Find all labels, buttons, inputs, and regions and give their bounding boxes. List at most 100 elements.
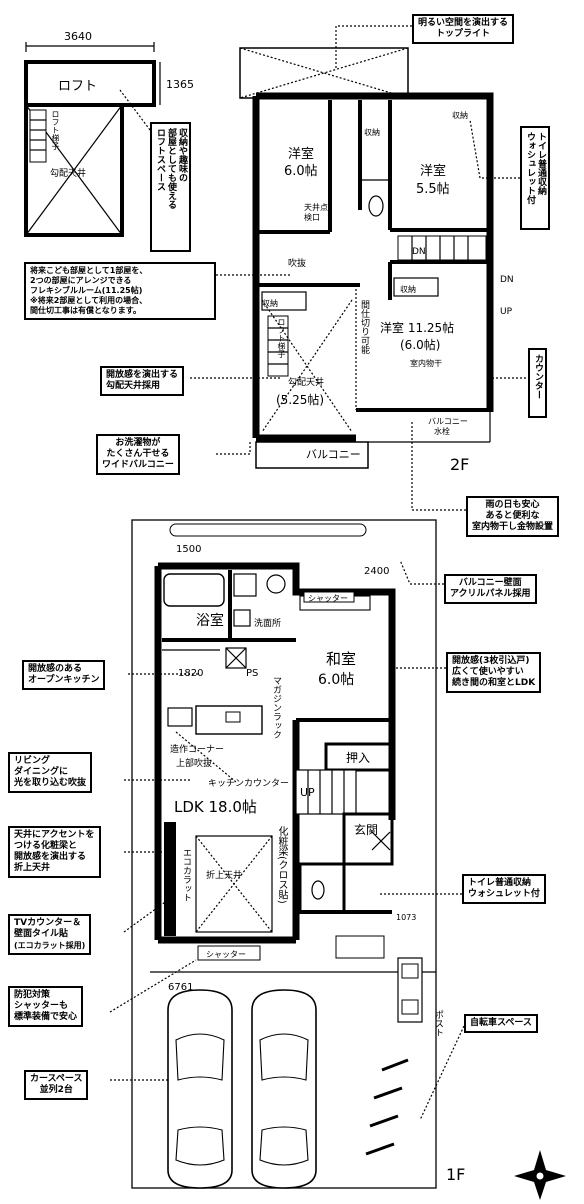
closet-2f: 収納 bbox=[452, 110, 468, 120]
callout-japanese-line1: 開放感(3枚引込戸) bbox=[452, 656, 530, 666]
callout-flexible-line5: 間仕切工事は有償となります。 bbox=[30, 306, 141, 315]
shutter-bottom-label: シャッター bbox=[206, 950, 246, 959]
callout-toilet1: トイレ普通収納 ウォシュレット付 bbox=[462, 874, 546, 904]
callout-security: 防犯対策 シャッターも 標準装備で安心 bbox=[8, 986, 84, 1027]
callout-accent-line4: 折上天井 bbox=[14, 863, 51, 873]
callout-security-line1: 防犯対策 bbox=[14, 990, 51, 1000]
callout-accent-ceiling: 天井にアクセントを つける化粧梁と 開放感を演出する 折上天井 bbox=[8, 826, 101, 878]
loft-ceiling-label: 勾配天井 bbox=[50, 167, 86, 179]
dim-1073: 1073 bbox=[396, 913, 416, 922]
callout-open-kitchen: 開放感のある オープンキッチン bbox=[22, 660, 106, 690]
callout-security-line2: シャッターも bbox=[14, 1001, 69, 1011]
callout-flexible-line3: フレキシブルルーム(11.25帖) bbox=[30, 286, 143, 295]
partition-label: 間仕切り可能 bbox=[359, 300, 369, 354]
callout-indoor-dry: 雨の日も安心 あると便利な 室内物干し金物設置 bbox=[466, 496, 560, 537]
callout-accent-line1: 天井にアクセントを bbox=[14, 830, 95, 840]
floor2-label: 2F bbox=[450, 455, 469, 474]
callout-kitchen-line1: 開放感のある bbox=[28, 664, 83, 674]
callout-tv-line1: TVカウンター＆ bbox=[14, 918, 82, 928]
storage-2f-a: 収納 bbox=[262, 298, 278, 308]
stairs-note-2: 上部吹抜 bbox=[176, 757, 212, 769]
callout-bicycle: 自転車スペース bbox=[464, 1014, 538, 1033]
callout-loft-line2: 部屋としても使える bbox=[166, 128, 176, 209]
loft-plan: 3640 1365 ロフト 勾配天井 bbox=[24, 30, 194, 237]
callout-counter: カウンター bbox=[528, 348, 547, 418]
callout-toplight-line2: トップライト bbox=[436, 29, 491, 39]
room-western1-size: 6.0帖 bbox=[284, 164, 318, 179]
callout-flexible-line4: ※将来2部屋として利用の場合、 bbox=[30, 296, 148, 305]
room-western3-name: 洋室 11.25帖 bbox=[380, 320, 454, 335]
ceiling-fold-label: 折上天井 bbox=[206, 869, 242, 881]
dim-6761: 6761 bbox=[168, 982, 193, 993]
post-label: ポスト bbox=[433, 1010, 443, 1037]
magazine-rack-label: マガジンラック bbox=[271, 676, 281, 739]
stairs-up2-label: UP bbox=[500, 307, 513, 317]
loft-ladder-label: ロフト梯子 bbox=[51, 110, 60, 150]
room-japanese-size: 6.0帖 bbox=[318, 672, 354, 688]
balcony-label: バルコニー bbox=[306, 448, 361, 461]
callout-fukinuke-line1: リビング bbox=[14, 756, 51, 766]
callout-flexible-line1: 将来こども部屋として1部屋を、 bbox=[30, 266, 148, 275]
callout-carport-line2: 並列2台 bbox=[39, 1085, 73, 1095]
callout-toilet1-line2: ウォシュレット付 bbox=[468, 889, 540, 899]
callout-toplight-line1: 明るい空間を演出する bbox=[418, 18, 509, 28]
room-japanese-name: 和室 bbox=[326, 650, 356, 668]
room-ldk: LDK 18.0帖 bbox=[174, 798, 257, 816]
ladder-2f-label: ロフト梯子 bbox=[277, 318, 286, 358]
callout-tv-line3: (エコカラット採用) bbox=[14, 941, 86, 950]
void-label: 勾配天井 bbox=[288, 376, 324, 388]
room-western2-size: 5.5帖 bbox=[416, 182, 450, 197]
room-western2-name: 洋室 bbox=[420, 163, 446, 179]
loft-label: ロフト bbox=[58, 79, 97, 94]
callout-acrylic-line2: アクリルパネル採用 bbox=[450, 589, 531, 599]
callout-balcony-line3: ワイドバルコニー bbox=[102, 460, 174, 470]
callout-security-line3: 標準装備で安心 bbox=[14, 1012, 78, 1022]
room-closet: 押入 bbox=[346, 751, 370, 765]
floor1-label: 1F bbox=[446, 1165, 465, 1184]
callout-dry-line3: 室内物干し金物設置 bbox=[472, 522, 554, 532]
callout-japanese-line3: 続き間の和室とLDK bbox=[452, 678, 536, 688]
balcony-water-label-2: 水栓 bbox=[434, 426, 450, 436]
indoor-dry-label: 室内物干 bbox=[410, 358, 442, 368]
callout-acrylic: バルコニー壁面 アクリルパネル採用 bbox=[444, 574, 537, 604]
callout-flexible-line2: 2つの部屋にアレンジできる bbox=[30, 276, 132, 285]
shutter-top-label: シャッター bbox=[308, 594, 348, 603]
callout-loft-space: 収納や趣味の 部屋としても使える ロフトスペース bbox=[150, 122, 191, 252]
balcony-water-label-1: バルコニー bbox=[428, 417, 468, 426]
callout-bicycle-text: 自転車スペース bbox=[470, 1018, 532, 1028]
void-size: (5.25帖) bbox=[276, 392, 324, 407]
stairs-dn-label: DN bbox=[412, 247, 426, 257]
dim-1500: 1500 bbox=[176, 544, 201, 555]
callout-japanese-room: 開放感(3枚引込戸) 広くて使いやすい 続き間の和室とLDK bbox=[446, 652, 542, 693]
hatch-label-2: 検口 bbox=[304, 212, 320, 222]
callout-toilet2-line1: トイレ普通収納 bbox=[536, 132, 546, 195]
storage-2f-b: 収納 bbox=[400, 284, 416, 294]
floor2-plan: 洋室 6.0帖 洋室 5.5帖 洋室 11.25帖 (6.0帖) 勾配天井 (5… bbox=[239, 47, 514, 474]
storage-2f-c: 収納 bbox=[364, 127, 380, 137]
callout-kitchen-line2: オープンキッチン bbox=[28, 675, 100, 685]
callout-leaders bbox=[109, 25, 530, 1121]
callout-toilet2: トイレ普通収納 ウォシュレット付 bbox=[520, 126, 550, 230]
kitchen-counter-label: キッチンカウンター bbox=[208, 778, 289, 789]
callout-carport-line1: カースペース bbox=[30, 1074, 83, 1084]
callout-balcony-line1: お洗濯物が bbox=[115, 438, 161, 448]
room-western1-name: 洋室 bbox=[288, 146, 314, 162]
room-washroom: 洗面所 bbox=[254, 617, 281, 629]
callout-slope-line1: 開放感を演出する bbox=[106, 370, 179, 380]
room-bath: 浴室 bbox=[196, 612, 224, 629]
hatch-label-1: 天井点 bbox=[304, 202, 328, 212]
callout-loft-line3: ロフトスペース bbox=[155, 128, 165, 191]
callout-balcony-line2: たくさん干せる bbox=[106, 449, 170, 459]
callout-flexible-room: 将来こども部屋として1部屋を、 2つの部屋にアレンジできる フレキシブルルーム(… bbox=[24, 262, 216, 320]
loft-dim-width: 3640 bbox=[64, 30, 92, 43]
callout-slope-line2: 勾配天井採用 bbox=[106, 381, 161, 391]
floor1-plan: 1500 2400 bbox=[131, 519, 465, 1189]
fukinuke-2f-label: 吹抜 bbox=[288, 257, 306, 269]
dim-1820: 1820 bbox=[178, 668, 203, 679]
callout-fukinuke-line2: ダイニングに bbox=[14, 767, 69, 777]
up-label: UP bbox=[300, 786, 315, 799]
callout-accent-line3: 開放感を演出する bbox=[14, 852, 87, 862]
callout-dry-line2: あると便利な bbox=[485, 511, 540, 521]
stairs-note-1: 造作コーナー bbox=[170, 743, 224, 755]
